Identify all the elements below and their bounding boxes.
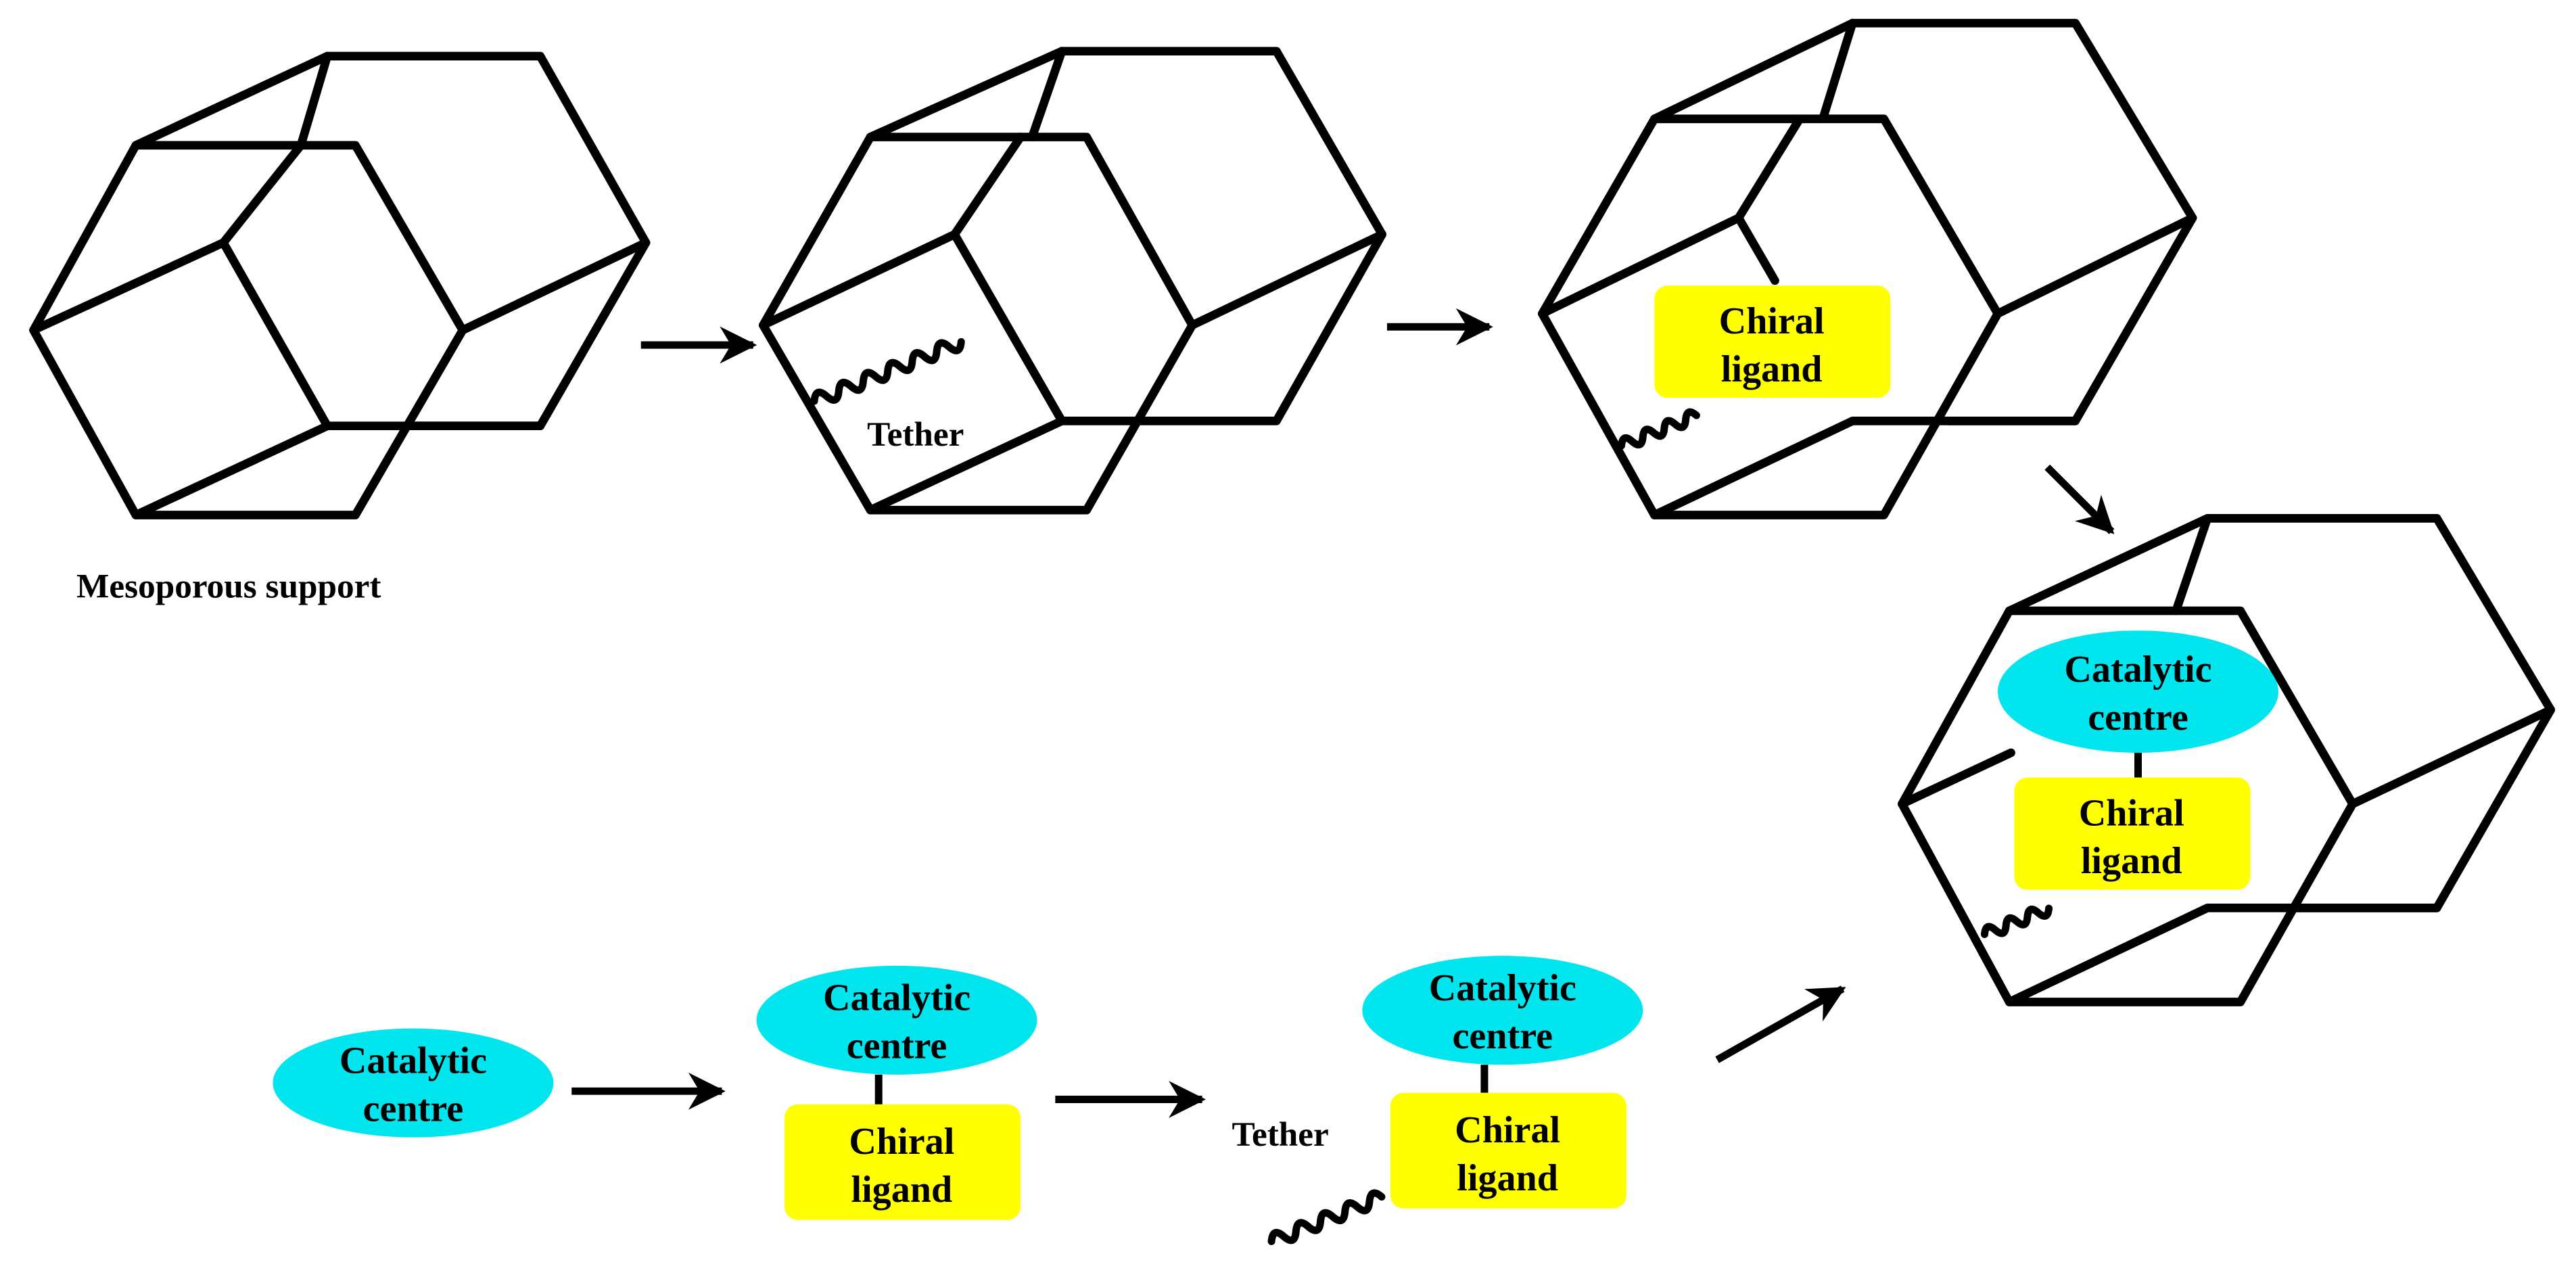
catalytic-centre-ellipse: Catalytic centre [1362,956,1643,1065]
chiral-ligand-label: ligand [1457,1157,1558,1199]
catalytic-centre-ellipse: Catalytic centre [756,965,1037,1075]
catalytic-centre-ellipse: Catalytic centre [1998,630,2278,753]
catalytic-centre-label: Catalytic [823,977,970,1019]
tether-wave-icon [810,337,965,405]
mesoporous-support-bare [29,51,651,519]
chiral-ligand-label: Chiral [1455,1109,1560,1151]
chiral-ligand-label: ligand [1721,348,1823,390]
mesoporous-support-label: Mesoporous support [76,567,381,606]
tether-label-bottom: Tether [1232,1115,1329,1154]
catalytic-centre-label: centre [1453,1015,1553,1057]
tether-wave-icon [1980,904,2053,938]
arrow-step-3 [2044,464,2115,534]
chiral-ligand-box: Chiral ligand [1654,285,1891,398]
catalytic-centre-label: centre [363,1088,464,1129]
tether-label-top: Tether [867,415,964,454]
catalytic-centre-label: Catalytic [339,1040,487,1081]
catalytic-centre-label: Catalytic [2064,649,2211,691]
tether-wave-icon [1618,408,1700,450]
mesoporous-support-with-tether [759,47,1386,515]
mesoporous-support-with-ligand [1538,18,2197,519]
tether-wave-icon [1267,1189,1386,1245]
chiral-ligand-box: Chiral ligand [784,1104,1021,1220]
chiral-ligand-label: Chiral [2079,792,2184,834]
catalytic-centre-label: centre [847,1025,947,1067]
arrow-step-6 [1715,985,1846,1063]
catalytic-centre-ellipse: Catalytic centre [273,1028,554,1138]
chiral-ligand-label: ligand [851,1169,952,1211]
catalytic-centre-label: centre [2088,697,2188,739]
chiral-ligand-box: Chiral ligand [1390,1092,1626,1209]
chiral-ligand-label: Chiral [849,1121,954,1163]
chiral-ligand-box: Chiral ligand [2014,777,2251,890]
mesoporous-support-final [1898,514,2555,1006]
chiral-ligand-label: Chiral [1719,300,1825,342]
catalytic-centre-label: Catalytic [1429,967,1576,1009]
chiral-ligand-label: ligand [2081,840,2182,882]
